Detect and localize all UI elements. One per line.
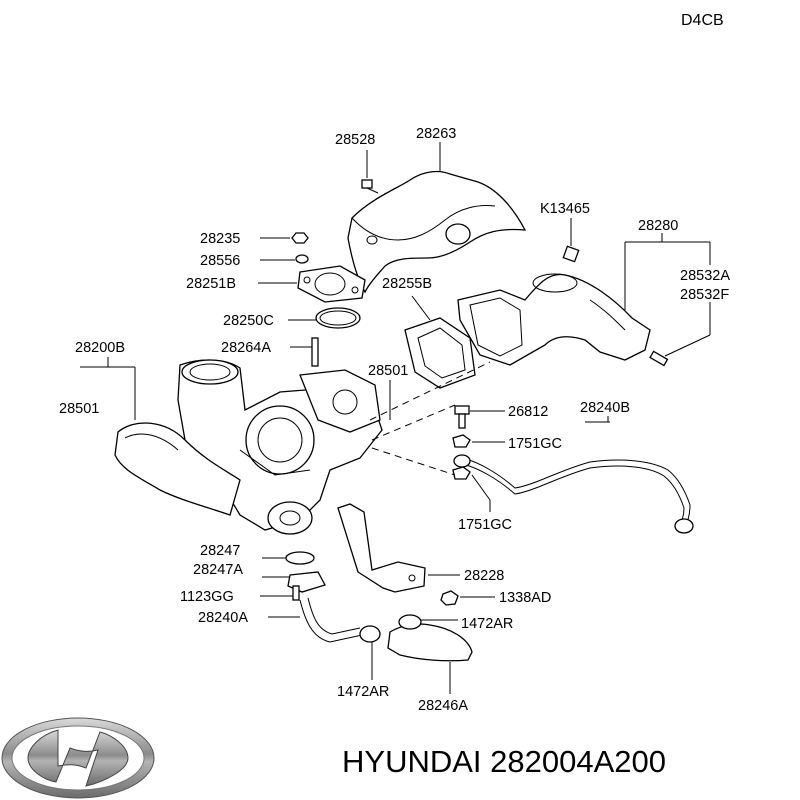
gasket-28247-part [285, 551, 315, 565]
label-28255b: 28255B [382, 276, 432, 292]
gasket-1751gc-lower-part [452, 466, 471, 480]
label-28532a: 28532A [680, 268, 730, 284]
label-28264a: 28264A [221, 340, 271, 356]
label-28251b: 28251B [186, 276, 236, 292]
inlet-hose-28501-part [114, 422, 241, 516]
heat-shield-part [347, 170, 527, 294]
label-1338ad: 1338AD [499, 590, 551, 606]
label-28501-right: 28501 [368, 363, 408, 379]
washer-28556-part [295, 254, 309, 264]
oil-pipe-28240b-part [453, 454, 694, 534]
nut-k13465-part [562, 245, 580, 263]
oil-pipe-28240a-part [299, 597, 363, 643]
label-1751gc-upper: 1751GC [508, 436, 562, 452]
label-28250c: 28250C [223, 313, 274, 329]
clamp-1472ar-bottom-part [359, 625, 381, 643]
label-28263: 28263 [416, 126, 456, 142]
bolt-1123gg-part [292, 585, 300, 601]
bolt-26812-part [454, 405, 470, 429]
label-1472ar-right: 1472AR [461, 616, 513, 632]
bracket-28228-part [337, 503, 426, 593]
assembly-guide-lines [369, 361, 491, 476]
label-28246a: 28246A [418, 698, 468, 714]
label-1751gc-lower: 1751GC [458, 517, 512, 533]
engine-code-label: D4CB [681, 12, 724, 29]
gasket-1751gc-upper-part [452, 434, 471, 448]
label-28528: 28528 [335, 132, 375, 148]
label-28240a: 28240A [198, 610, 248, 626]
bolt-28528-part [361, 179, 379, 194]
leader-lines [80, 142, 711, 694]
label-k13465: K13465 [540, 201, 590, 217]
part-labels: 28528 28263 K13465 28280 28235 28556 282… [59, 126, 730, 714]
label-28280: 28280 [638, 218, 678, 234]
label-26812: 26812 [508, 404, 548, 420]
label-28501-left: 28501 [59, 401, 99, 417]
stud-28532-part [649, 350, 669, 367]
gasket-28251b-part [297, 265, 366, 303]
label-28228: 28228 [464, 568, 504, 584]
brand-part-number: HYUNDAI 282004A200 [342, 744, 666, 779]
hose-28246a-part [387, 614, 473, 662]
hyundai-logo-icon [1, 717, 155, 799]
gasket-28255b-part [404, 317, 476, 389]
label-28235: 28235 [200, 231, 240, 247]
outlet-pipe-28280-part [457, 273, 651, 366]
label-28556: 28556 [200, 253, 240, 269]
stud-28264a-part [311, 337, 319, 367]
label-28532f: 28532F [680, 287, 729, 303]
label-1123gg: 1123GG [180, 589, 234, 605]
nut-28235-part [291, 232, 309, 244]
label-28247a: 28247A [193, 562, 243, 578]
label-28200b: 28200B [75, 340, 125, 356]
label-28247: 28247 [200, 543, 240, 559]
oring-28250c-part [315, 307, 361, 329]
nut-1338ad-part [440, 590, 459, 606]
label-28240b: 28240B [580, 400, 630, 416]
label-1472ar-bottom: 1472AR [337, 684, 389, 700]
